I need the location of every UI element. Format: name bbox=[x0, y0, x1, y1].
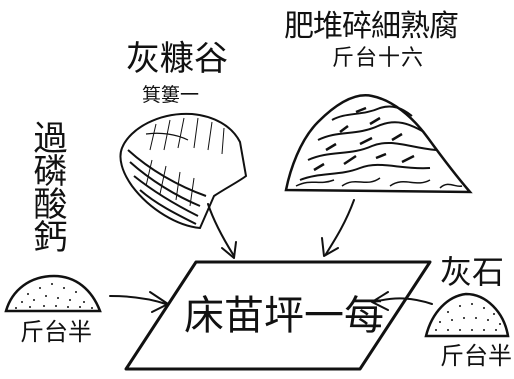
superphosphate-label: 過磷酸鈣 bbox=[27, 120, 67, 252]
superphosphate-amount: 斤台半 bbox=[20, 318, 92, 346]
seedbed-plot bbox=[124, 260, 432, 371]
arrow-from-lime bbox=[371, 291, 433, 311]
rice-husk-ash-label: 灰糠谷 bbox=[126, 39, 228, 79]
lime-amount: 斤台半 bbox=[440, 342, 512, 370]
lime-mound bbox=[424, 292, 510, 338]
superphosphate-mound bbox=[4, 274, 102, 313]
arrow-from-superphosphate bbox=[109, 291, 169, 313]
compost-label: 肥堆碎細熟腐 bbox=[284, 9, 459, 44]
compost-amount: 斤台十六 bbox=[332, 46, 425, 71]
arrow-from-compost bbox=[321, 199, 355, 257]
rice-husk-ash-amount: 箕簍一 bbox=[142, 84, 200, 106]
compost-heap bbox=[284, 94, 473, 194]
lime-label: 灰石 bbox=[440, 253, 505, 291]
rice-husk-basket bbox=[119, 112, 248, 230]
seedbed-label: 床苗坪一每 bbox=[184, 293, 384, 339]
arrow-from-basket bbox=[207, 203, 237, 259]
